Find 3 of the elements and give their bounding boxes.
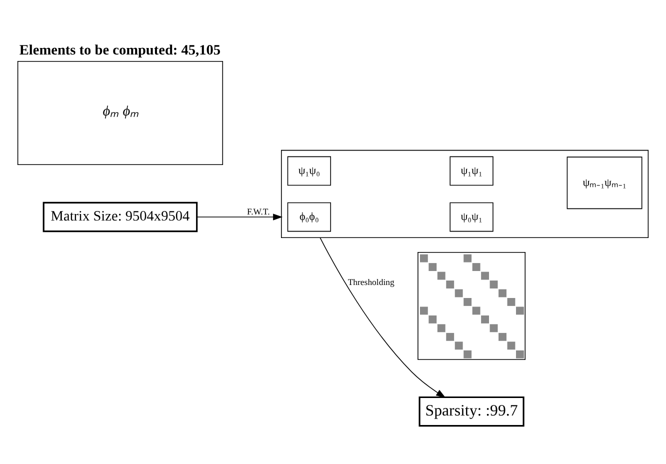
edge-label: Thresholding	[348, 276, 394, 287]
edge-label: F.W.T.	[246, 206, 270, 216]
node-label: Elements to be computed: 45,105	[19, 42, 221, 58]
